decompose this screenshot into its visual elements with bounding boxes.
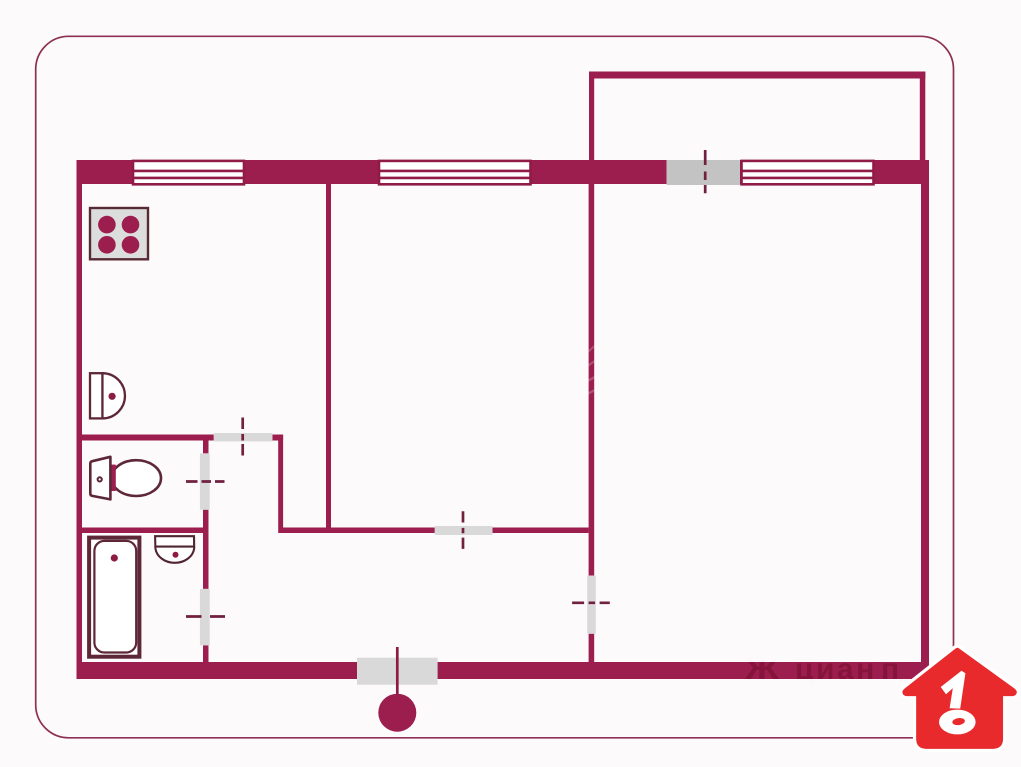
svg-text:Ж: Ж	[744, 652, 779, 686]
svg-text:п: п	[881, 653, 899, 686]
svg-text:циан: циан	[795, 653, 877, 686]
